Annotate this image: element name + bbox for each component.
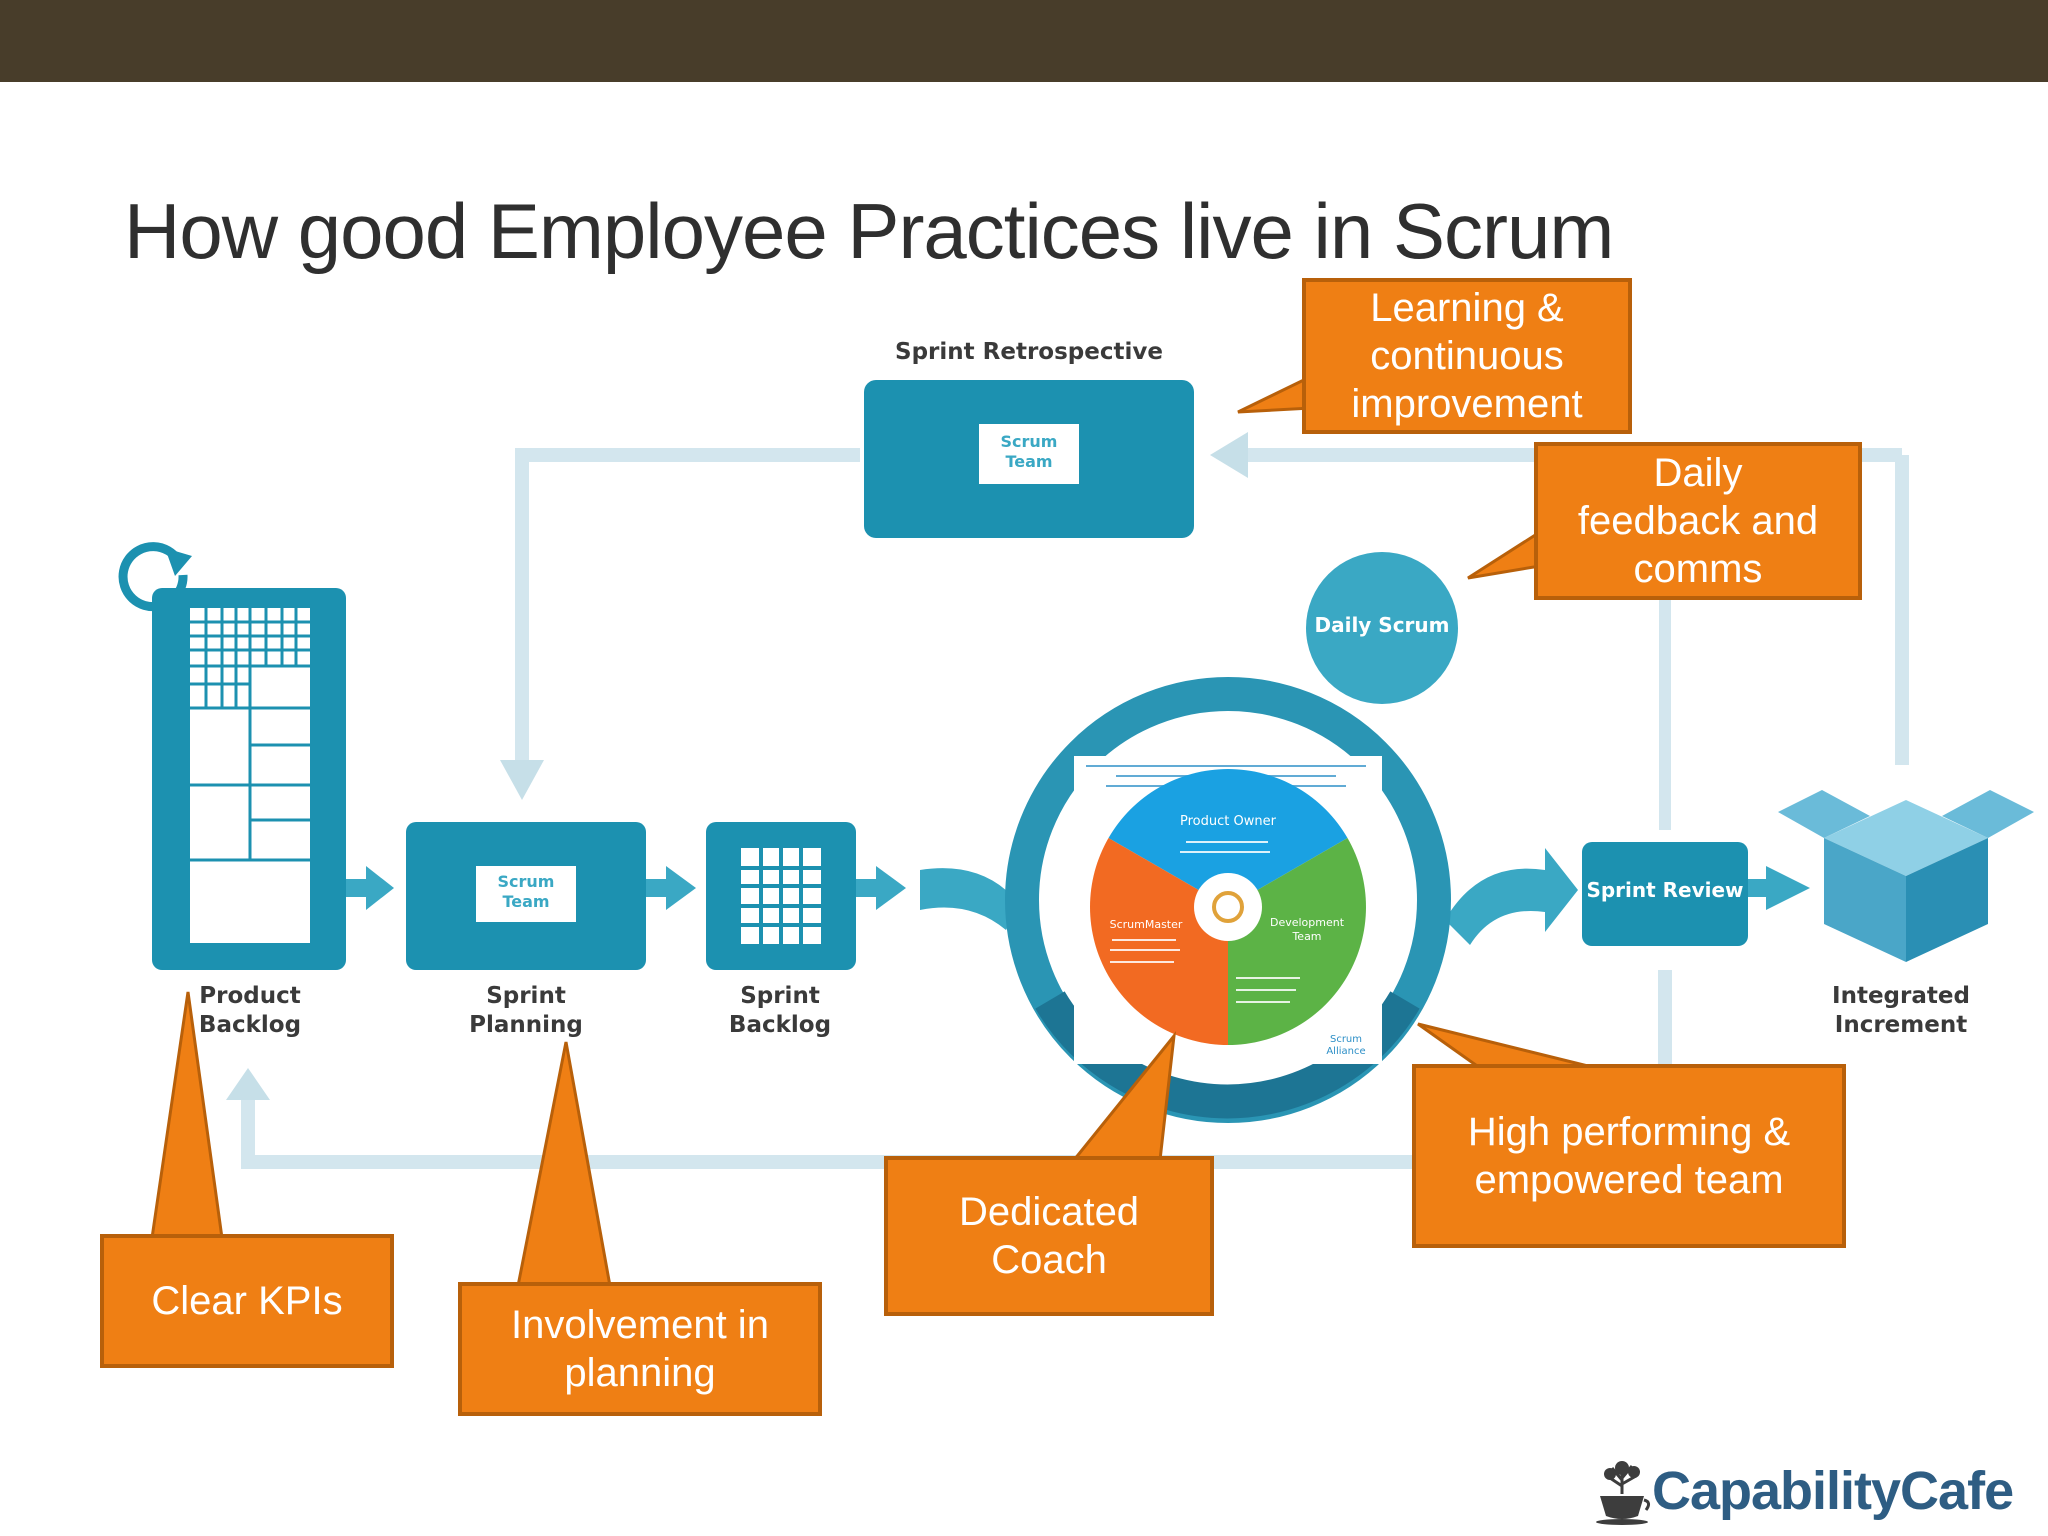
callout-high-performing-team: High performing & empowered team bbox=[1412, 1064, 1846, 1248]
scrum-wheel bbox=[1090, 769, 1366, 1045]
slide-title: How good Employee Practices live in Scru… bbox=[124, 187, 1614, 275]
wheel-label-scrum-master: ScrumMaster bbox=[1109, 918, 1183, 931]
callout-tail-learning bbox=[1237, 373, 1314, 414]
callout-tail-daily bbox=[1467, 529, 1542, 580]
sprint-backlog-label: Sprint Backlog bbox=[728, 983, 832, 1038]
logo-brand-text: CapabilityCafe bbox=[1652, 1461, 2014, 1521]
callout-dedicated-coach: Dedicated Coach bbox=[884, 1156, 1214, 1316]
flow-into-sprint bbox=[920, 868, 1020, 930]
callout-learning: Learning & continuous improvement bbox=[1302, 278, 1632, 434]
retro-arrowhead bbox=[1210, 432, 1248, 478]
callout-daily-feedback: Daily feedback and comms bbox=[1534, 442, 1862, 600]
wheel-label-development-team: Development Team bbox=[1269, 916, 1345, 943]
daily-scrum-circle bbox=[1306, 552, 1458, 704]
wheel-segment-product-owner bbox=[1108, 769, 1348, 907]
wheel-segment-scrum-master bbox=[1090, 838, 1228, 1045]
sprint-retrospective-label: Sprint Retrospective bbox=[895, 339, 1163, 365]
wheel-label-product-owner: Product Owner bbox=[1180, 814, 1276, 829]
callout-tail-team bbox=[1417, 1022, 1597, 1070]
scrum-team-label-top: Scrum Team bbox=[1000, 432, 1058, 471]
product-backlog-label: Product Backlog bbox=[198, 983, 302, 1038]
wheel-segment-development-team bbox=[1228, 838, 1366, 1045]
coffee-cup-tree-icon bbox=[1596, 1461, 1651, 1525]
callout-clear-kpis: Clear KPIs bbox=[100, 1234, 394, 1368]
retro-loop-left bbox=[515, 448, 860, 760]
capability-cafe-logo: CapabilityCafe bbox=[1592, 1456, 2014, 1526]
daily-scrum-label: Daily Scrum bbox=[1314, 613, 1450, 637]
sprint-review-label: Sprint Review bbox=[1586, 878, 1744, 902]
flow-out-of-sprint bbox=[1445, 848, 1578, 945]
header-bar bbox=[0, 0, 2048, 82]
sprint-planning-label: Sprint Planning bbox=[469, 983, 583, 1038]
integrated-increment-cube bbox=[1778, 790, 2034, 962]
retro-loop-left-arrowhead bbox=[500, 760, 544, 800]
callout-involvement-in-planning: Involvement in planning bbox=[458, 1282, 822, 1416]
bottom-loop-arrowhead bbox=[226, 1068, 270, 1100]
scrum-team-label-planning: Scrum Team bbox=[497, 872, 555, 911]
integrated-increment-label: Integrated Increment bbox=[1832, 983, 1970, 1038]
sprint-review-box bbox=[1582, 842, 1748, 946]
wheel-brand-label: Scrum Alliance bbox=[1326, 1034, 1366, 1057]
